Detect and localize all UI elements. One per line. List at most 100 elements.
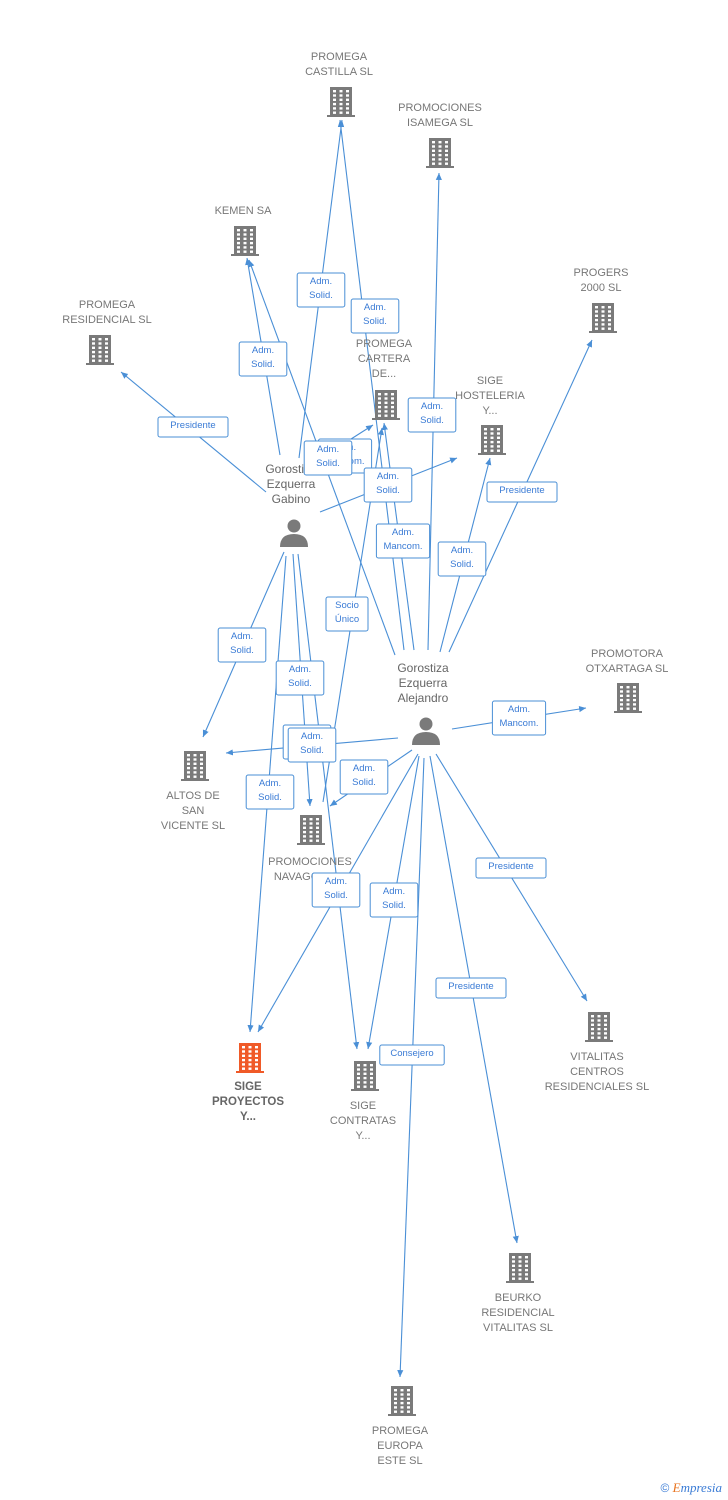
node-hosteleria[interactable]: SIGE HOSTELERIA Y...: [455, 375, 526, 455]
node-label-europa: PROMEGA: [372, 1425, 429, 1437]
node-label-alejandro: Ezquerra: [399, 676, 448, 690]
node-label-vitalitas: CENTROS: [570, 1066, 624, 1078]
edge-label-gabino-residencial[interactable]: Presidente: [157, 416, 229, 438]
node-kemen[interactable]: KEMEN SA: [215, 205, 273, 256]
node-label-cartera: PROMEGA: [356, 338, 413, 350]
edge-label-text: Solid.: [352, 777, 376, 788]
building-icon: [388, 1386, 416, 1416]
edge-label-gabino-altos[interactable]: Adm. Solid.: [217, 627, 267, 663]
edge-label-alejandro-otxartaga[interactable]: Adm.Mancom.: [491, 700, 547, 736]
node-label-hosteleria: HOSTELERIA: [455, 390, 525, 402]
node-label-vitalitas: VITALITAS: [570, 1051, 623, 1063]
node-label-europa: EUROPA: [377, 1440, 423, 1452]
edge-label-alejandro-proyectos[interactable]: Adm.Solid.: [311, 872, 361, 908]
node-label-altos: SAN: [182, 805, 205, 817]
edge-label-gabino-kemen[interactable]: Adm.Solid.: [238, 341, 288, 377]
edge-labels-layer: Adm.Solid.Adm.Solid.PresidenteAdm.Mancom…: [157, 272, 558, 1066]
edge-label-alejandro-beurko[interactable]: Presidente: [435, 977, 507, 999]
edge-label-text: Solid.: [376, 485, 400, 496]
edge-gabino-contratas: [297, 553, 360, 1050]
edge-label-box: [475, 857, 547, 879]
node-label-beurko: VITALITAS SL: [483, 1322, 553, 1334]
edge-label-alejandro-contratas[interactable]: Adm.Solid.: [369, 882, 419, 918]
edge-label-box: [245, 774, 295, 810]
edge-label-text: Adm.: [325, 876, 347, 887]
edge-label-gabino-navagos[interactable]: Adm. Solid.: [275, 660, 325, 696]
node-label-beurko: RESIDENCIAL: [481, 1307, 554, 1319]
building-icon: [181, 751, 209, 781]
edge-label-text: Solid.: [258, 792, 282, 803]
edge-label-text: Adm.: [364, 302, 386, 313]
edge-label-text: Solid.: [363, 316, 387, 327]
footer-brand[interactable]: © Empresia: [660, 1480, 722, 1496]
edge-label-box: [275, 660, 325, 696]
edge-label-text: Único: [335, 614, 359, 625]
node-label-progers: 2000 SL: [581, 282, 622, 294]
edge-label-text: Adm.: [289, 664, 311, 675]
edge-alejandro-castilla: [337, 119, 405, 651]
edge-label-alejandro-navagos[interactable]: Adm. Solid.: [339, 759, 389, 795]
node-label-residencial: PROMEGA: [79, 299, 136, 311]
edge-label-alejandro-castilla[interactable]: Adm. Solid.: [350, 298, 400, 334]
edge-label-alejandro-kemen[interactable]: Adm.Solid.: [303, 440, 353, 476]
edge-label-text: Adm.: [310, 276, 332, 287]
building-icon: [589, 303, 617, 333]
node-label-contratas: SIGE: [350, 1100, 376, 1112]
building-icon: [506, 1253, 534, 1283]
node-label-kemen: KEMEN SA: [215, 205, 273, 217]
edge-label-text: Solid.: [309, 290, 333, 301]
edge-label-gabino-hosteleria[interactable]: Adm.Solid.: [363, 467, 413, 503]
edge-label-text: Adm.: [231, 631, 253, 642]
edge-label-text: Adm.: [259, 778, 281, 789]
brand-logo: Empresia: [672, 1480, 722, 1495]
edge-label-gabino-proyectos[interactable]: Adm. Solid.: [245, 774, 295, 810]
node-label-gabino: Gabino: [272, 492, 311, 506]
node-cartera[interactable]: PROMEGACARTERADE...: [356, 338, 413, 420]
edge-label-alejandro-isamega[interactable]: Adm.Solid.: [407, 397, 457, 433]
node-label-contratas: Y...: [355, 1130, 370, 1142]
edge-label-box: [486, 481, 558, 503]
edge-label-alejandro-vitalitas[interactable]: Presidente: [475, 857, 547, 879]
edge-alejandro-beurko: [429, 755, 519, 1244]
edge-label-text: Adm.: [353, 763, 375, 774]
edge-label-gabino-castilla[interactable]: Adm. Solid.: [296, 272, 346, 308]
building-icon: [585, 1012, 613, 1042]
building-icon: [426, 138, 454, 168]
edge-label-text: Mancom.: [499, 718, 538, 729]
node-label-otxartaga: PROMOTORA: [591, 648, 664, 660]
node-label-navagos: PROMOCIONES: [268, 856, 352, 868]
edge-label-box: [491, 700, 547, 736]
node-otxartaga[interactable]: PROMOTORA OTXARTAGA SL: [586, 648, 669, 713]
edge-label-text: Solid.: [300, 745, 324, 756]
edge-label-alejandro-hosteleria[interactable]: Adm.Solid.: [437, 541, 487, 577]
edge-label-text: Presidente: [499, 485, 544, 496]
edge-label-alejandro-altos[interactable]: Adm.Solid.: [287, 727, 337, 763]
edge-label-box: [296, 272, 346, 308]
node-label-cartera: CARTERA: [358, 353, 411, 365]
edge-label-text: Solid.: [230, 645, 254, 656]
edge-label-text: Solid.: [288, 678, 312, 689]
edge-label-alejandro-progers[interactable]: Presidente: [486, 481, 558, 503]
edge-label-alejandro-europa[interactable]: Consejero: [379, 1044, 445, 1066]
node-contratas[interactable]: SIGECONTRATASY...: [330, 1061, 396, 1142]
edge-label-box: [339, 759, 389, 795]
edge-label-alejandro-cartera[interactable]: Adm.Mancom.: [375, 523, 431, 559]
node-label-otxartaga: OTXARTAGA SL: [586, 663, 669, 675]
node-label-hosteleria: SIGE: [477, 375, 503, 387]
node-label-proyectos: PROYECTOS: [212, 1096, 284, 1108]
node-label-hosteleria: Y...: [482, 405, 497, 417]
node-proyectos[interactable]: SIGEPROYECTOSY...: [212, 1043, 284, 1123]
